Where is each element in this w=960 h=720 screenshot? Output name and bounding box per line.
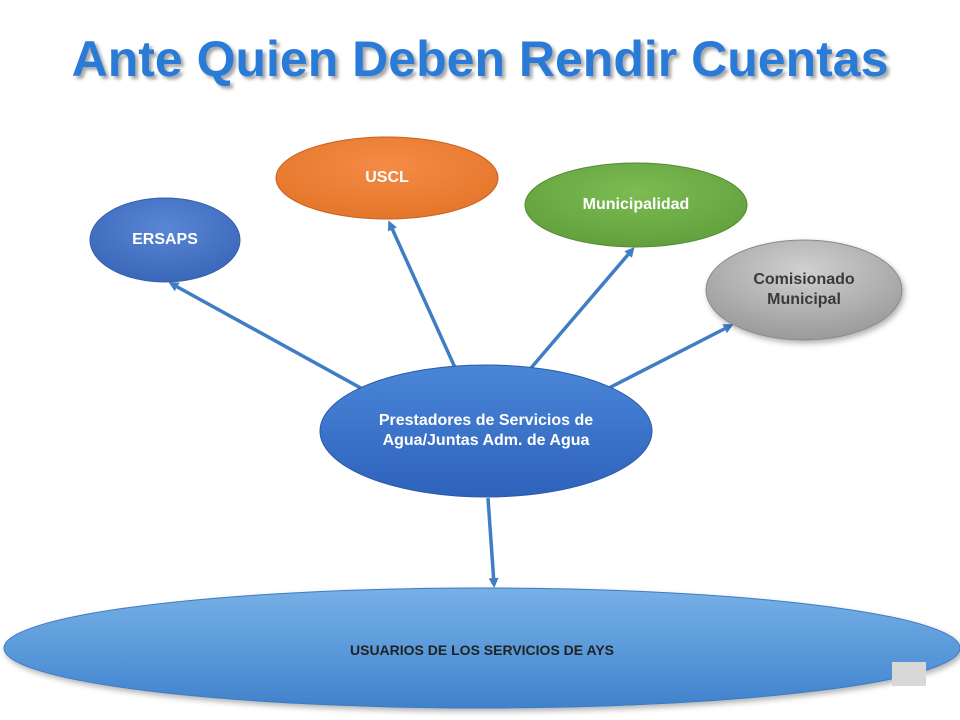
node-comisionado-municipal: Comisionado Municipal xyxy=(706,240,902,340)
prestadores-label: Prestadores de Servicios de Agua/Juntas … xyxy=(378,412,594,449)
node-municipalidad: Municipalidad xyxy=(525,163,747,247)
arrow-to-usuarios xyxy=(486,497,499,588)
prestadores-ellipse xyxy=(319,364,653,498)
node-uscl: USCL xyxy=(276,137,498,219)
arrow-to-ersaps xyxy=(168,282,369,394)
node-prestadores: Prestadores de Servicios de Agua/Juntas … xyxy=(320,365,652,497)
comisionado-label-line1: Comisionado xyxy=(753,271,855,288)
page-title: Ante Quien Deben Rendir Cuentas xyxy=(71,31,889,87)
usuarios-label: USUARIOS DE LOS SERVICIOS DE AYS xyxy=(350,642,614,659)
node-usuarios: USUARIOS DE LOS SERVICIOS DE AYS xyxy=(4,588,960,708)
ersaps-label: ERSAPS xyxy=(132,231,198,248)
arrow-to-municipalidad xyxy=(523,246,635,377)
slide-corner-decoration xyxy=(892,662,926,686)
arrow-to-comisionado xyxy=(604,324,734,392)
comisionado-label-line2: Municipal xyxy=(767,291,841,308)
municipalidad-ellipse xyxy=(524,162,748,248)
municipalidad-label: Municipalidad xyxy=(582,196,690,213)
comisionado-ellipse xyxy=(705,239,903,341)
usuarios-ellipse xyxy=(3,587,960,709)
uscl-ellipse xyxy=(275,136,499,220)
node-ersaps: ERSAPS xyxy=(90,198,240,282)
ersaps-ellipse xyxy=(89,197,241,283)
uscl-label: USCL xyxy=(365,169,409,186)
arrow-to-uscl xyxy=(387,220,459,373)
